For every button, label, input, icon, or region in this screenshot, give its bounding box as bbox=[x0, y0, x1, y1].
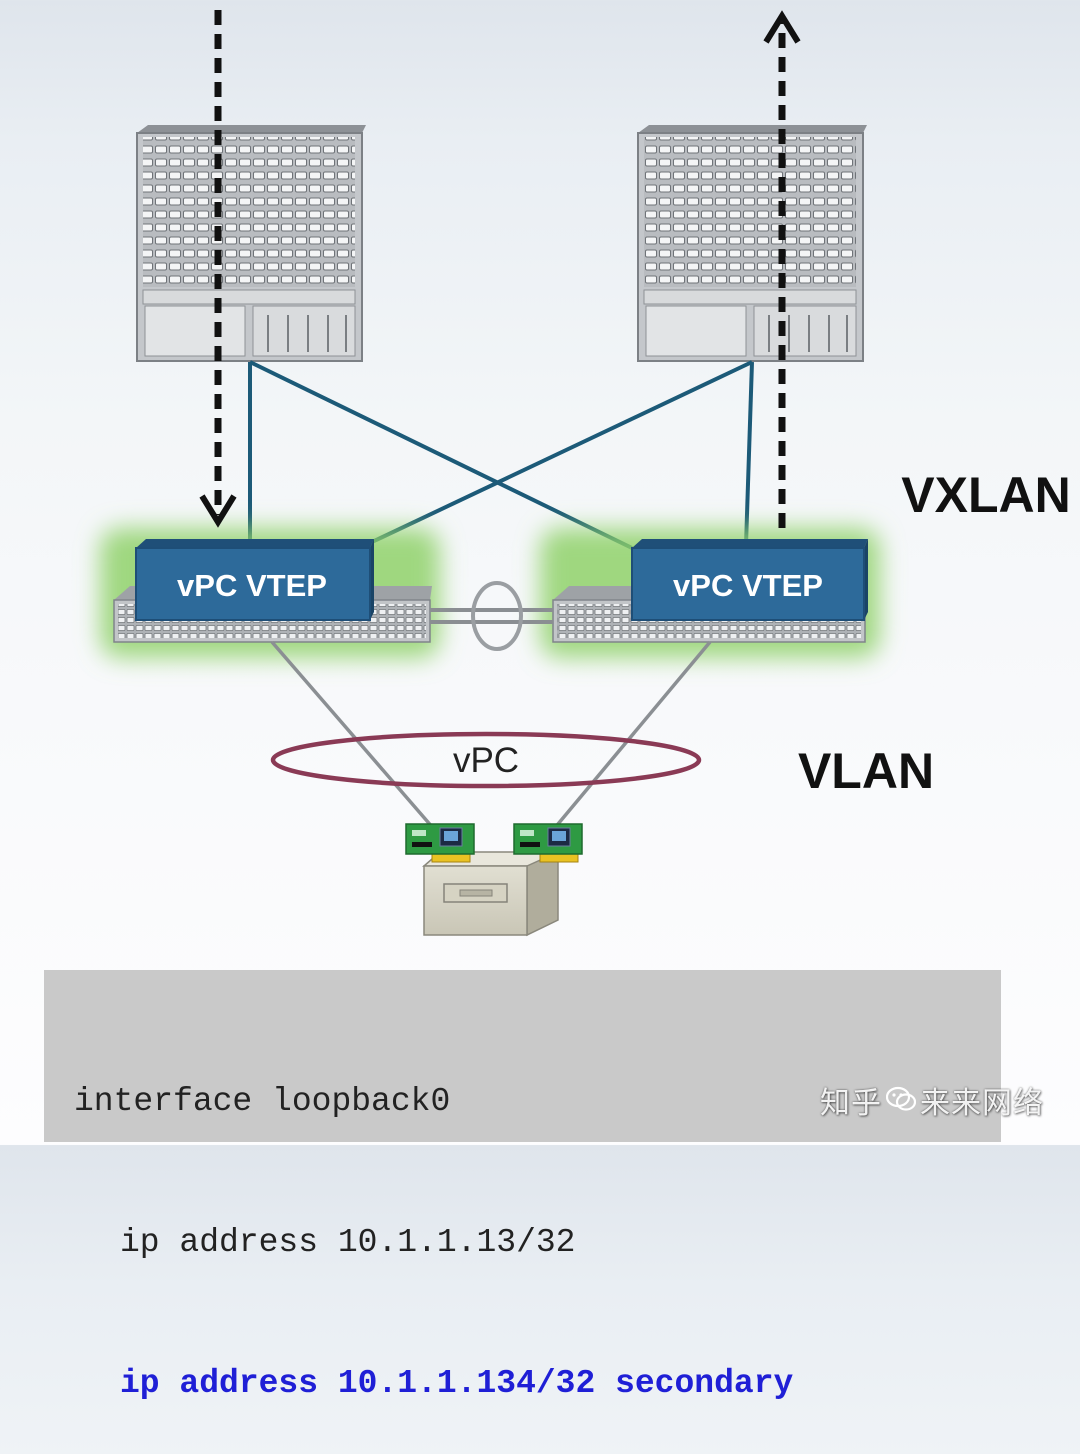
link-spine-right-to-vtep-left bbox=[371, 360, 753, 544]
config-line-primary-address: ip address 10.1.1.13/32 bbox=[120, 1224, 576, 1261]
network-card-left bbox=[405, 823, 475, 863]
vtep-box-left: vPC VTEP bbox=[135, 539, 374, 621]
network-card-right bbox=[513, 823, 583, 863]
spine-switch-left bbox=[136, 125, 366, 362]
vpc-bundle: vPC bbox=[270, 731, 702, 789]
wechat-icon bbox=[885, 1085, 917, 1120]
peer-link-ring bbox=[471, 581, 523, 651]
vtep-left-label: vPC VTEP bbox=[177, 568, 327, 603]
access-links bbox=[270, 640, 712, 838]
underlay-links bbox=[248, 360, 754, 550]
config-line-secondary-address: ip address 10.1.1.134/32 secondary bbox=[120, 1365, 794, 1402]
vpc-ring bbox=[270, 731, 702, 789]
vlan-label: VLAN bbox=[798, 743, 934, 799]
vxlan-vpc-diagram: vPC VTEP vPC VTEP vPC bbox=[100, 10, 1071, 937]
spine-switch-right bbox=[637, 125, 867, 362]
watermark-right-text: 来来网络 bbox=[920, 1086, 1044, 1121]
vtep-box-right: vPC VTEP bbox=[631, 539, 868, 621]
config-line-interface: interface loopback0 bbox=[74, 1083, 451, 1120]
link-spine-right-to-vtep-right bbox=[744, 361, 754, 546]
link-spine-left-to-vtep-right bbox=[249, 360, 633, 550]
egress-flow-arrow bbox=[763, 10, 801, 528]
ingress-flow-arrow bbox=[199, 10, 237, 528]
watermark-left-text: 知乎 bbox=[820, 1086, 882, 1121]
vpc-label: vPC bbox=[453, 741, 519, 780]
vtep-right-label: vPC VTEP bbox=[673, 568, 823, 603]
vpc-peer-link bbox=[430, 581, 553, 651]
server bbox=[422, 850, 561, 937]
watermark: 知乎 来来网络 bbox=[820, 1078, 1044, 1124]
vxlan-label: VXLAN bbox=[901, 467, 1070, 523]
